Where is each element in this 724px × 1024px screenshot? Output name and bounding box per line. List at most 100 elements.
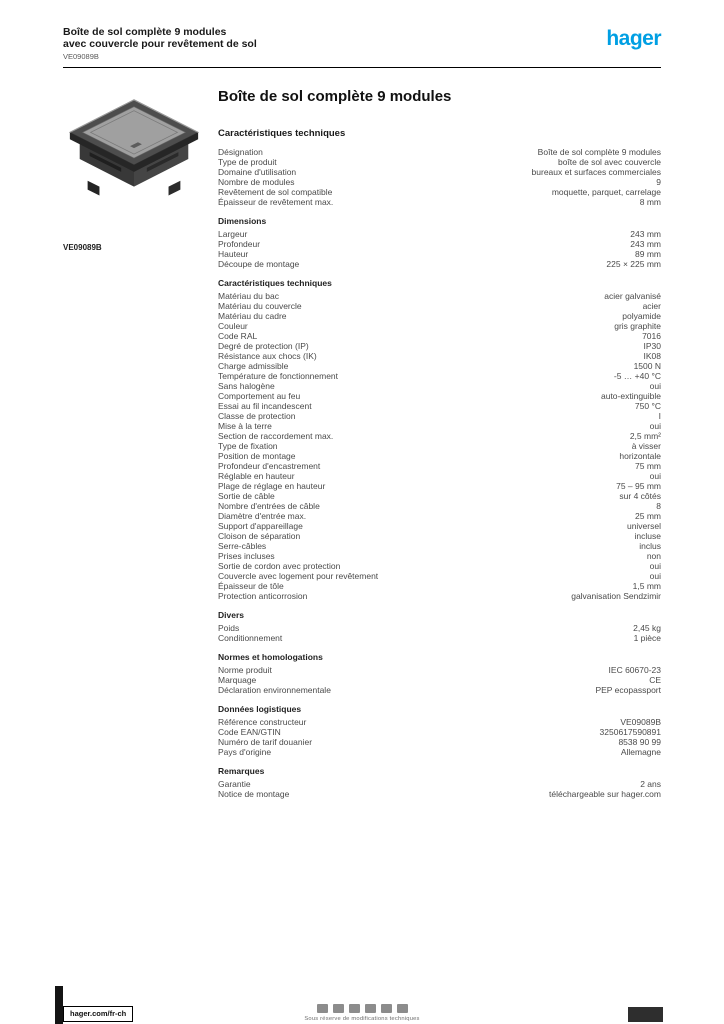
spec-row: Résistance aux chocs (IK)IK08 — [218, 351, 661, 361]
spec-row: Température de fonctionnement-5 … +40 °C — [218, 371, 661, 381]
spec-row: Poids 2,45 kg — [218, 623, 661, 633]
spec-label: Réglable en hauteur — [218, 471, 295, 481]
floor-box-illustration — [69, 99, 199, 196]
spec-value: galvanisation Sendzimir — [571, 591, 661, 601]
spec-row: Largeur 243 mm — [218, 229, 661, 239]
spec-value: sur 4 côtés — [619, 491, 661, 501]
spec-value: horizontale — [619, 451, 661, 461]
spec-group-heading: Divers — [218, 610, 244, 620]
spec-value: 2,45 kg — [633, 623, 661, 633]
spec-label: Revêtement de sol compatible — [218, 187, 333, 197]
spec-label: Degré de protection (IP) — [218, 341, 309, 351]
page-header: Boîte de sol complète 9 modules avec cou… — [63, 26, 661, 61]
spec-label: Hauteur — [218, 249, 249, 259]
spec-value: 3250617590891 — [599, 727, 661, 737]
footer-website-link[interactable]: hager.com/fr-ch — [63, 1006, 134, 1022]
spec-row: Code EAN/GTIN 3250617590891 — [218, 727, 661, 737]
spec-group-heading: Données logistiques — [218, 704, 302, 714]
spec-value: 1 pièce — [633, 633, 661, 643]
spec-value: 9 — [656, 177, 661, 187]
spec-value: oui — [649, 571, 661, 581]
spec-label: Garantie — [218, 779, 251, 789]
spec-value: oui — [649, 421, 661, 431]
spec-row: Degré de protection (IP)IP30 — [218, 341, 661, 351]
spec-value: non — [646, 551, 661, 561]
spec-label: Diamètre d'entrée max. — [218, 511, 307, 521]
spec-value: oui — [649, 381, 661, 391]
spec-value: incluse — [634, 531, 661, 541]
spec-row: Nombre de modules 9 — [218, 177, 661, 187]
spec-value: oui — [649, 471, 661, 481]
spec-value: 89 mm — [635, 249, 661, 259]
spec-label: Protection anticorrosion — [218, 591, 308, 601]
spec-label: Domaine d'utilisation — [218, 167, 297, 177]
spec-label: Poids — [218, 623, 240, 633]
product-image — [60, 84, 208, 236]
spec-value: 8 mm — [639, 197, 661, 207]
spec-label: Référence constructeur — [218, 717, 307, 727]
spec-label: Nombre de modules — [218, 177, 295, 187]
spec-row: Norme produit IEC 60670-23 — [218, 665, 661, 675]
spec-value: oui — [649, 561, 661, 571]
spec-label: Support d'appareillage — [218, 521, 303, 531]
spec-label: Largeur — [218, 229, 248, 239]
footer-badge-icon — [332, 1004, 344, 1013]
spec-label: Serre-câbles — [218, 541, 267, 551]
spec-value: Allemagne — [620, 747, 661, 757]
spec-value: 8538 90 99 — [618, 737, 661, 747]
spec-value: 2 ans — [640, 779, 661, 789]
spec-label: Numéro de tarif douanier — [218, 737, 313, 747]
spec-row: Pays d'origine Allemagne — [218, 747, 661, 757]
spec-label: Profondeur d'encastrement — [218, 461, 321, 471]
footer-badge-icon — [396, 1004, 408, 1013]
spec-label: Type de fixation — [218, 441, 278, 451]
spec-value: à visser — [631, 441, 661, 451]
footer-badge-icon — [316, 1004, 328, 1013]
spec-value: IEC 60670-23 — [608, 665, 661, 675]
footer-page-tab — [628, 1007, 663, 1022]
spec-label: Marquage — [218, 675, 257, 685]
spec-label: Section de raccordement max. — [218, 431, 334, 441]
spec-value: 243 mm — [630, 229, 661, 239]
header-product-subtitle: avec couvercle pour revêtement de sol — [63, 38, 257, 50]
spec-label: Code EAN/GTIN — [218, 727, 281, 737]
spec-label: Norme produit — [218, 665, 272, 675]
spec-label: Sortie de cordon avec protection — [218, 561, 341, 571]
spec-value: auto-extinguible — [600, 391, 661, 401]
spec-label: Cloison de séparation — [218, 531, 301, 541]
spec-group-heading: Remarques — [218, 766, 265, 776]
main-content: Boîte de sol complète 9 modules Caractér… — [218, 88, 661, 808]
spec-label: Découpe de montage — [218, 259, 300, 269]
spec-value: 1,5 mm — [632, 581, 661, 591]
spec-label: Sans halogène — [218, 381, 275, 391]
footer-badge-icon — [380, 1004, 392, 1013]
spec-label: Prises incluses — [218, 551, 275, 561]
spec-row: Numéro de tarif douanier 8538 90 99 — [218, 737, 661, 747]
footer-badge-icon — [364, 1004, 376, 1013]
spec-label: Couleur — [218, 321, 248, 331]
spec-label: Pays d'origine — [218, 747, 272, 757]
spec-row: Sans halogène oui — [218, 381, 661, 391]
spec-value: acier galvanisé — [604, 291, 661, 301]
hager-logo: hager — [606, 27, 661, 50]
spec-label: Plage de réglage en hauteur — [218, 481, 326, 491]
